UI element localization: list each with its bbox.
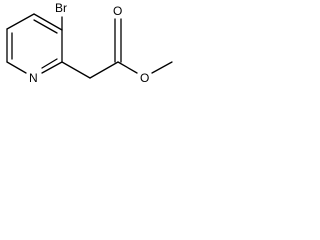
pyridine-ring [6,13,63,74]
bond-c6-n1 [6,61,27,74]
bromine-atom-label: Br [55,1,67,15]
double-bond-n1-c2-inner [41,58,58,69]
bond-carbonyl-ester-o [117,61,138,74]
nitrogen-atom-label: N [29,71,38,85]
bond-c2-ch2 [61,61,91,79]
bond-n1-c2 [41,61,63,74]
double-bond-c3-c4-inner [33,19,58,34]
carbonyl-oxygen-label: O [113,4,122,18]
bond-c3-c4 [33,13,63,31]
structure-diagram: Br N O O [6,1,173,85]
bond-ester-o-methyl [151,61,173,74]
ester-side-chain [61,18,173,79]
bond-ch2-carbonyl [89,61,119,79]
ester-oxygen-label: O [140,71,149,85]
bond-c4-c5 [6,13,35,30]
